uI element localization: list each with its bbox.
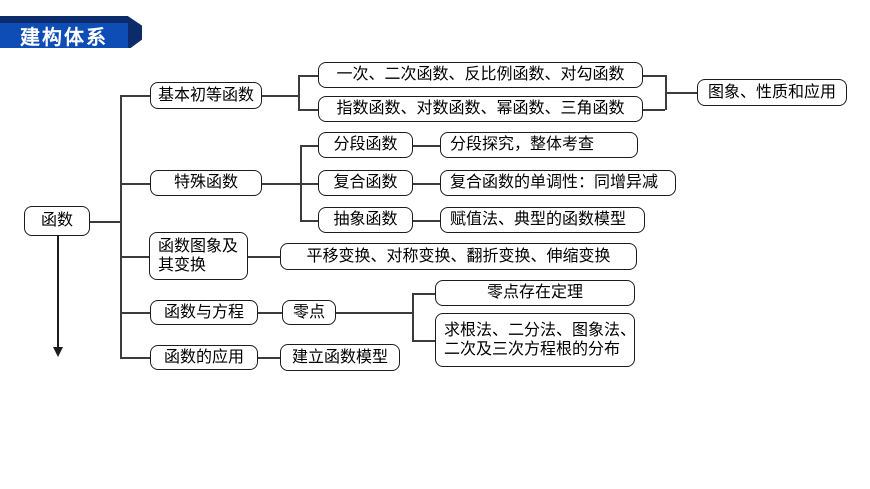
connector-line	[336, 312, 412, 314]
connector-line	[412, 340, 435, 342]
note-composite-monotonicity: 复合函数的单调性：同增异减	[440, 170, 676, 196]
node-functions-and-equations: 函数与方程	[150, 300, 258, 325]
node-zero-point: 零点	[282, 300, 336, 325]
down-arrow-shaft	[57, 236, 59, 348]
connector-line	[298, 109, 318, 111]
connector-line	[120, 312, 150, 314]
connector-line	[258, 312, 282, 314]
node-graph-properties-applications: 图象、性质和应用	[697, 79, 847, 106]
node-composite-function: 复合函数	[318, 170, 413, 196]
down-arrow-icon	[53, 347, 63, 357]
node-exp-log-power-trig: 指数函数、对数函数、幂函数、三角函数	[318, 96, 643, 122]
connector-line	[248, 256, 280, 258]
connector-line	[120, 183, 150, 185]
node-transformations: 平移变换、对称变换、翻折变换、伸缩变换	[280, 243, 637, 270]
node-function-applications: 函数的应用	[150, 345, 258, 370]
connector-line	[413, 145, 440, 147]
node-piecewise-function: 分段函数	[318, 132, 413, 158]
node-label-line2: 其变换	[158, 257, 207, 274]
connector-line	[120, 357, 150, 359]
connector-line	[120, 256, 149, 258]
note-piecewise-exploration: 分段探究，整体考查	[440, 132, 638, 158]
node-label-line1: 求根法、二分法、图象法、	[444, 321, 637, 339]
connector-line	[300, 183, 318, 185]
node-label-line1: 函数图象及	[158, 237, 239, 255]
connector-spine	[120, 95, 122, 358]
connector-bracket	[412, 293, 414, 341]
node-abstract-function: 抽象函数	[318, 207, 413, 233]
node-zero-existence-theorem: 零点存在定理	[435, 280, 635, 306]
connector-line	[262, 95, 298, 97]
connector-line	[300, 220, 318, 222]
connector-line	[665, 92, 697, 94]
connector-line	[413, 183, 440, 185]
node-root-finding-methods: 求根法、二分法、图象法、 二次及三次方程根的分布	[435, 313, 637, 367]
node-function-graph-transforms: 函数图象及 其变换	[149, 232, 248, 280]
node-build-function-model: 建立函数模型	[280, 344, 400, 371]
connector-bracket	[298, 75, 300, 110]
node-label-line2: 二次及三次方程根的分布	[444, 341, 621, 358]
node-basic-elementary-functions: 基本初等函数	[150, 82, 262, 109]
connector-line	[300, 145, 318, 147]
connector-line	[262, 183, 300, 185]
connector-line	[90, 221, 120, 223]
connector-line	[258, 357, 280, 359]
connector-line	[643, 109, 665, 111]
connector-line	[120, 95, 150, 97]
connector-line	[298, 75, 318, 77]
connector-line	[412, 293, 435, 295]
node-linear-quadratic-inverse-check: 一次、二次函数、反比例函数、对勾函数	[318, 62, 643, 88]
badge-title: 建构体系	[0, 23, 128, 49]
node-function: 函数	[24, 206, 90, 236]
note-assignment-method-models: 赋值法、典型的函数模型	[440, 207, 645, 233]
connector-line	[643, 75, 665, 77]
node-special-functions: 特殊函数	[150, 170, 262, 196]
connector-line	[413, 220, 440, 222]
